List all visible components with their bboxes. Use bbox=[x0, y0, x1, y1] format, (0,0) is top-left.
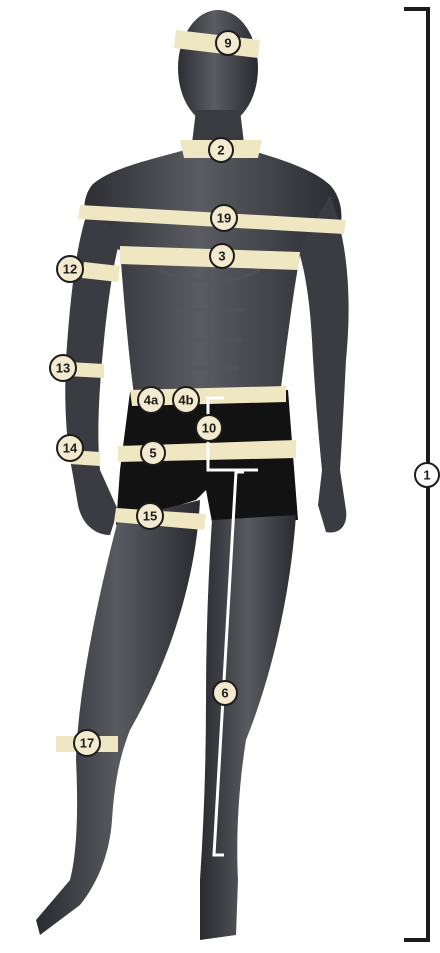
marker-13: 13 bbox=[50, 355, 76, 381]
marker-14: 14 bbox=[57, 435, 83, 461]
marker-4b-label: 4b bbox=[178, 393, 193, 408]
marker-4b: 4b bbox=[173, 387, 199, 413]
marker-17-label: 17 bbox=[80, 736, 94, 751]
marker-12: 12 bbox=[57, 256, 83, 282]
mannequin-arm-right bbox=[298, 195, 349, 533]
marker-10-label: 10 bbox=[202, 421, 216, 436]
marker-6: 6 bbox=[213, 681, 237, 705]
marker-17: 17 bbox=[74, 730, 100, 756]
marker-15: 15 bbox=[137, 503, 163, 529]
marker-4a-label: 4a bbox=[144, 393, 159, 408]
marker-19-label: 19 bbox=[217, 211, 231, 226]
marker-2: 2 bbox=[209, 138, 233, 162]
marker-5-label: 5 bbox=[149, 446, 156, 461]
mannequin-leg-right bbox=[200, 515, 296, 940]
marker-14-label: 14 bbox=[63, 441, 78, 456]
marker-1: 1 bbox=[415, 463, 439, 487]
marker-12-label: 12 bbox=[63, 262, 77, 277]
marker-10: 10 bbox=[196, 415, 222, 441]
marker-4a: 4a bbox=[138, 387, 164, 413]
marker-13-label: 13 bbox=[56, 361, 70, 376]
marker-15-label: 15 bbox=[143, 509, 157, 524]
mannequin-torso bbox=[84, 150, 341, 395]
marker-9: 9 bbox=[216, 31, 240, 55]
marker-2-label: 2 bbox=[217, 143, 224, 158]
mannequin-leg-left bbox=[36, 500, 200, 935]
marker-6-label: 6 bbox=[221, 686, 228, 701]
marker-5: 5 bbox=[141, 441, 165, 465]
marker-3-label: 3 bbox=[218, 249, 225, 264]
mannequin-head bbox=[178, 10, 258, 126]
marker-9-label: 9 bbox=[224, 36, 231, 51]
marker-19: 19 bbox=[211, 205, 237, 231]
marker-3: 3 bbox=[210, 244, 234, 268]
marker-1-label: 1 bbox=[423, 468, 430, 483]
